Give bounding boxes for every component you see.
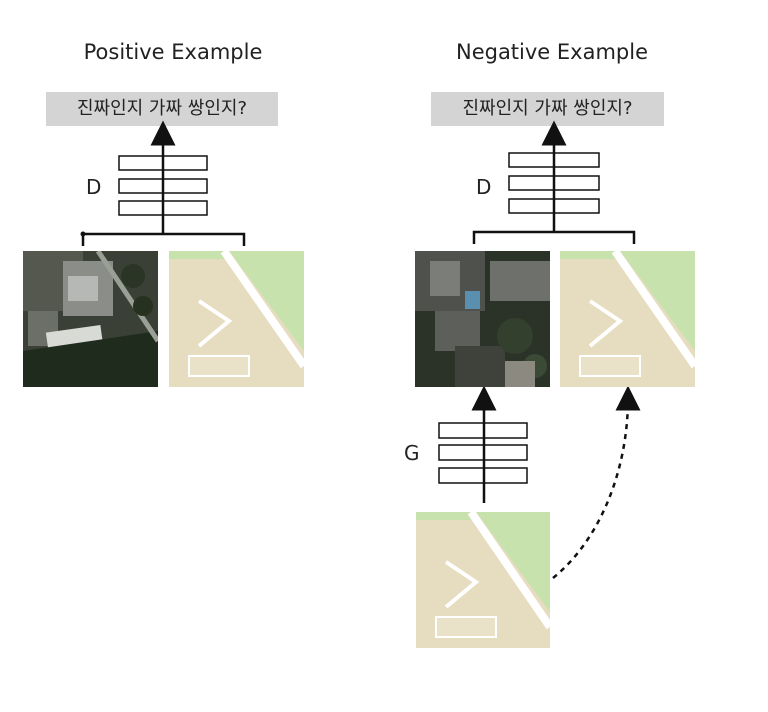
generator-label: G bbox=[404, 441, 420, 465]
positive-satellite-image bbox=[23, 251, 158, 387]
input-copy-dashed-arrow bbox=[552, 385, 641, 579]
positive-example-title: Positive Example bbox=[83, 40, 263, 64]
positive-discriminator-label: D bbox=[86, 175, 102, 199]
negative-discriminator-label: D bbox=[476, 175, 492, 199]
negative-generated-satellite-image bbox=[415, 251, 550, 387]
negative-question-box: 진짜인지 가짜 쌍인지? bbox=[431, 92, 664, 126]
positive-pair-bracket bbox=[81, 232, 246, 246]
negative-example-title: Negative Example bbox=[455, 40, 649, 64]
positive-map-image bbox=[169, 251, 304, 387]
negative-map-image bbox=[560, 251, 695, 387]
generator-input-map-image bbox=[416, 512, 550, 648]
positive-question-box: 진짜인지 가짜 쌍인지? bbox=[46, 92, 278, 126]
negative-pair-bracket bbox=[472, 230, 636, 244]
